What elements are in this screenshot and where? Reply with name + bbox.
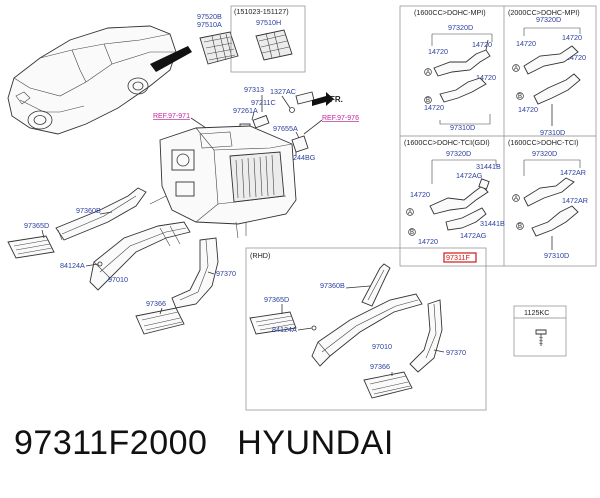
tgdi-label-14720-a: 14720: [410, 190, 430, 199]
hvac-heater-unit: [149, 125, 297, 239]
label-97510h: 97510H: [256, 18, 281, 27]
rhd-duct-97370: [409, 299, 443, 373]
front-arrow-icon: [312, 92, 334, 106]
tgdi-label-97320d: 97320D: [446, 149, 471, 158]
highlight-97311f-box: [443, 252, 477, 263]
label-1125kc: 1125KC: [524, 308, 549, 317]
ref-97-971-link[interactable]: REF.97-971: [153, 113, 190, 120]
label-97370: 97370: [216, 269, 236, 278]
mpi20-label-14720-d: 14720: [518, 105, 538, 114]
mpi16-label-14720-d: 14720: [424, 103, 444, 112]
mpi16-circle-a: A: [426, 70, 430, 76]
tgdi-circle-a: A: [408, 210, 412, 216]
duct-97010: [89, 221, 191, 291]
rhd-label-97366: 97366: [370, 362, 390, 371]
rhd-vent-97365d: [249, 311, 297, 335]
mpi20-label-14720-c: 14720: [566, 53, 586, 62]
caption-part-number: 97311F2000: [14, 424, 208, 462]
tci-label-97320d: 97320D: [532, 149, 557, 158]
label-fr: FR.: [330, 95, 343, 104]
label-84124a: 84124A: [60, 261, 85, 270]
label-97520b: 97520B: [197, 12, 222, 21]
vent-97366: [135, 307, 185, 335]
tgdi-label-31441b-a: 31441B: [476, 162, 501, 171]
mpi20-hoses: [523, 45, 581, 126]
mpi16-hoses: [433, 39, 491, 103]
tci-hoses: [523, 177, 579, 250]
label-97010: 97010: [108, 275, 128, 284]
label-97510a: 97510A: [197, 20, 222, 29]
caption-brand: HYUNDAI: [237, 424, 394, 462]
rhd-label-97010: 97010: [372, 342, 392, 351]
variant-box-151023: [230, 5, 306, 73]
mpi20-circle-a: A: [514, 66, 518, 72]
vent-97365d: [7, 235, 55, 259]
rhd-label-97365d: 97365D: [264, 295, 289, 304]
label-97313: 97313: [244, 85, 264, 94]
rhd-label-97360b: 97360B: [320, 281, 345, 290]
mpi20-label-14720-a: 14720: [516, 39, 536, 48]
panel-tgdi-title: (1600CC>DOHC-TCI(GDI): [404, 138, 490, 147]
panel-tci-title: (1600CC>DOHC-TCI): [508, 138, 579, 147]
mpi16-label-14720-b: 14720: [472, 40, 492, 49]
label-97211c: 97211C: [251, 98, 276, 107]
tgdi-hoses: [429, 178, 490, 231]
mpi20-label-97320d: 97320D: [536, 15, 561, 24]
mpi16-label-97310d: 97310D: [450, 123, 475, 132]
screw-1125kc-icon: [535, 329, 547, 346]
label-151023-151127: (151023-151127): [234, 7, 289, 16]
mpi16-label-97320d: 97320D: [448, 23, 473, 32]
rhd-label-84124a: 84124A: [272, 325, 297, 334]
tgdi-label-31441b-b: 31441B: [480, 219, 505, 228]
box-1125kc: [513, 305, 567, 357]
rhd-vent-97366: [363, 371, 413, 399]
duct-97370: [171, 237, 219, 309]
mpi16-label-14720-c: 14720: [476, 73, 496, 82]
rhd-label-97370: 97370: [446, 348, 466, 357]
mpi16-label-14720-a: 14720: [428, 47, 448, 56]
rhd-box: [245, 247, 487, 411]
mpi20-circle-b: B: [518, 94, 522, 100]
tgdi-label-1472ag-b: 1472AG: [460, 231, 487, 240]
tci-circle-b: B: [518, 224, 522, 230]
tgdi-label-1472ag-a: 1472AG: [456, 171, 483, 180]
tci-label-1472ar-b: 1472AR: [562, 196, 588, 205]
tci-label-1472ar-a: 1472AR: [560, 168, 586, 177]
mpi20-label-14720-b: 14720: [562, 33, 582, 42]
cabin-filter-97510h: [255, 29, 293, 61]
label-97655a: 97655A: [273, 124, 298, 133]
label-1327ac: 1327AC: [270, 87, 296, 96]
label-97360b: 97360B: [76, 206, 101, 215]
tgdi-circle-b: B: [410, 230, 414, 236]
label-97366: 97366: [146, 299, 166, 308]
mpi16-circle-b: B: [426, 98, 430, 104]
panel-mpi16-title: (1600CC>DOHC-MPI): [414, 8, 486, 17]
tci-circle-a: A: [514, 196, 518, 202]
mpi20-label-97310d: 97310D: [540, 128, 565, 137]
rhd-duct-97010: [311, 293, 423, 367]
tgdi-label-97311f[interactable]: 97311F: [446, 253, 470, 262]
ref-97-976-link[interactable]: REF.97-976: [322, 115, 359, 122]
rhd-duct-97360b: [361, 263, 391, 307]
car-illustration: [7, 25, 192, 135]
cabin-filter-97520b: [199, 31, 239, 65]
tgdi-label-14720-b: 14720: [418, 237, 438, 246]
panel-mpi20-title: (2000CC>DOHC-MPI): [508, 8, 580, 17]
rhd-title: (RHD): [250, 251, 270, 260]
label-97365d: 97365D: [24, 221, 49, 230]
label-97261a: 97261A: [233, 106, 258, 115]
bottom-caption: 97311F2000 HYUNDAI: [14, 424, 394, 463]
tci-label-97310d: 97310D: [544, 251, 569, 260]
label-1244bg: 1244BG: [289, 153, 316, 162]
